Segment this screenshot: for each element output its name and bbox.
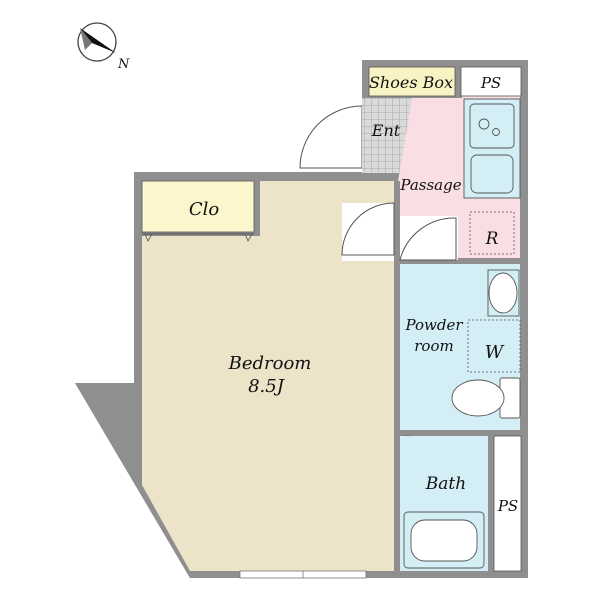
closet-area [141, 180, 255, 233]
closet-door-marker-right [244, 233, 253, 242]
ps-top-label: PS [480, 74, 501, 92]
interior-wall [394, 430, 494, 436]
refrigerator-label: R [485, 229, 499, 249]
washer-space [467, 319, 521, 373]
refrigerator-space [469, 211, 515, 255]
entrance-label: Ent [371, 121, 401, 140]
kitchen-counter [463, 98, 521, 199]
washer-label: W [485, 342, 505, 363]
burner-icon [478, 118, 490, 130]
ps-side-label: PS [497, 497, 518, 515]
entrance-door [297, 98, 363, 172]
compass-north-label: N [117, 57, 130, 72]
shoes-box [368, 66, 456, 97]
burner-icon [492, 128, 500, 136]
pipe-space-top [460, 66, 522, 97]
closet-door-marker-left [144, 233, 153, 242]
bedroom-door [341, 202, 395, 261]
bath-label: Bath [425, 474, 466, 494]
interior-wall [394, 258, 528, 264]
toilet-icon [451, 377, 521, 419]
powder-room-door [399, 216, 458, 261]
passage-label: Passage [399, 176, 461, 194]
bathtub-icon [403, 511, 485, 569]
closet-label: Clo [189, 199, 220, 220]
shoes-box-label: Shoes Box [369, 73, 453, 92]
bedroom-label: Bedroom [228, 353, 312, 374]
bedroom-area [142, 181, 394, 571]
powder-room-label-line2: room [414, 337, 453, 355]
bedroom-size-label: 8.5J [248, 376, 286, 397]
compass-icon: N [77, 22, 130, 72]
sink-icon [470, 154, 514, 194]
interior-wall [394, 181, 400, 571]
washbasin [487, 269, 520, 317]
pipe-space-side [493, 435, 522, 572]
powder-room-label-line1: Powder [404, 316, 463, 334]
interior-wall [488, 430, 494, 578]
